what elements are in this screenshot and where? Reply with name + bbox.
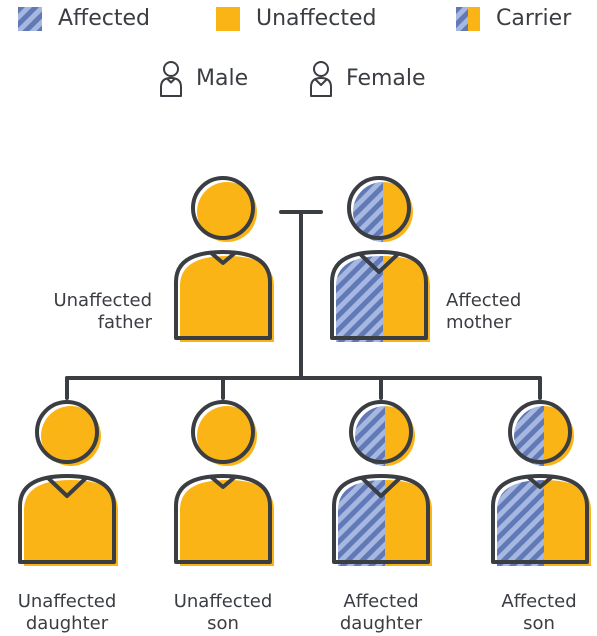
figure-head <box>347 176 411 240</box>
figure-body <box>174 474 272 564</box>
unaffected-swatch-icon <box>216 7 240 31</box>
child-label-1: Unaffected daughter <box>17 591 117 634</box>
mother-figure <box>330 176 430 342</box>
child-figure-2 <box>174 400 274 566</box>
legend-carrier: Carrier <box>456 6 571 32</box>
legend-affected: Affected <box>18 6 150 32</box>
legend-female-label: Female <box>346 66 426 91</box>
figure-head <box>508 400 572 464</box>
figure-body <box>491 474 589 564</box>
figure-collar <box>45 475 89 498</box>
figure-collar <box>357 251 401 274</box>
male-person-icon <box>160 61 182 97</box>
legend-affected-label: Affected <box>58 6 150 31</box>
figure-head <box>191 400 255 464</box>
child-label-4: Affected son <box>501 591 577 634</box>
mother-label: Affected mother <box>446 290 522 333</box>
child-figure-4 <box>491 400 591 566</box>
figure-body <box>332 474 430 564</box>
father-figure <box>174 176 274 342</box>
legend-female: Female <box>308 60 426 98</box>
child-figure-1 <box>18 400 118 566</box>
affected-swatch-icon <box>18 7 42 31</box>
child-label-3: Affected daughter <box>339 591 423 634</box>
female-person-icon <box>310 61 332 97</box>
figure-body <box>18 474 116 564</box>
legend-unaffected: Unaffected <box>216 6 376 32</box>
figure-head <box>349 400 413 464</box>
legend-male-label: Male <box>196 66 249 91</box>
figure-collar <box>359 475 403 498</box>
figure-body <box>174 250 272 340</box>
child-label-2: Unaffected son <box>173 591 273 634</box>
figure-body <box>330 250 428 340</box>
figure-collar <box>208 474 238 489</box>
figure-head <box>191 176 255 240</box>
legend-unaffected-label: Unaffected <box>256 6 377 31</box>
legend-carrier-label: Carrier <box>496 6 572 31</box>
figure-collar <box>525 474 555 489</box>
pedigree-lines <box>65 210 542 400</box>
figure-collar <box>208 250 238 265</box>
child-figure-3 <box>332 400 432 566</box>
father-label: Unaffected father <box>53 290 152 333</box>
figure-head <box>35 400 99 464</box>
carrier-swatch-icon <box>456 7 480 31</box>
legend-male: Male <box>158 60 248 98</box>
